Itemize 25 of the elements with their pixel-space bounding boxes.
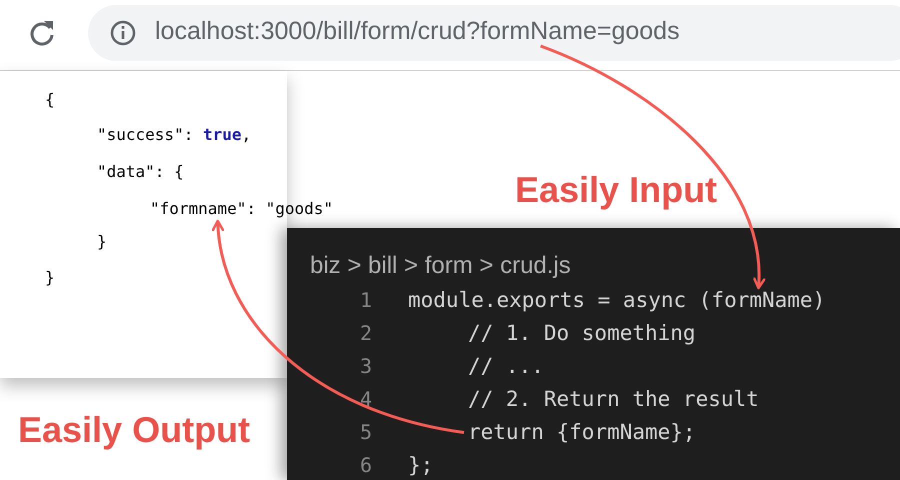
url-text: { [45,92,55,108]
line-number: 4 [358,389,372,409]
code-line: return {formName}; [468,422,696,443]
curved-arrow [212,220,464,434]
edge-label: Easily Input [515,172,718,208]
line-number: 5 [358,422,372,442]
url-text: } [45,270,55,286]
code-line: // 2. Return the result [468,389,759,410]
url-text: "formname": "goods" [150,201,334,217]
edge-label: Easily Output [18,412,250,448]
line-number: 6 [358,455,372,475]
code-line: }; [408,455,434,476]
code-line: module.exports = async (formName) [408,290,826,311]
breadcrumb-text: biz > bill > form > crud.js [310,252,571,280]
url-text: "success": true, [97,127,252,143]
line-number: 1 [358,290,372,310]
url-text: } [97,234,107,250]
line-number: 3 [358,356,372,376]
code-line: // 1. Do something [468,323,696,344]
line-number: 2 [358,323,372,343]
url-text: localhost:3000/bill/form/crud?formName=goods [155,19,680,44]
code-editor-panel [287,228,900,480]
code-line: // ... [468,356,544,377]
curved-arrow [540,44,765,290]
url-text: "data": { [97,164,184,180]
